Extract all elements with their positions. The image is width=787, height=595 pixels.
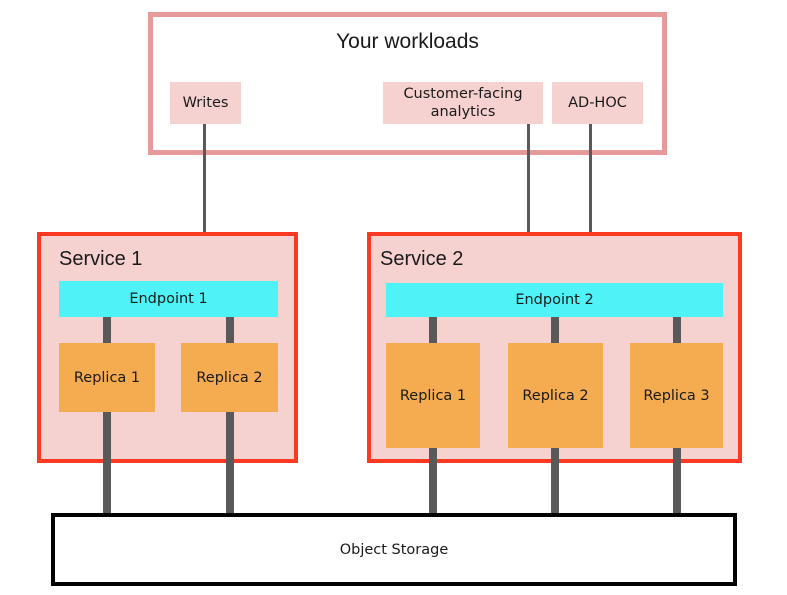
service-1-replica-2-label: Replica 2 [196,369,263,386]
workload-chip-customer-facing-analytics[interactable]: Customer-facing analytics [383,82,543,124]
service-1-endpoint-label: Endpoint 1 [129,291,208,307]
workload-chip-customer-facing-analytics-label: Customer-facing analytics [403,85,523,120]
pipe-s1-replica2-to-storage [226,412,234,515]
pipe-endpoint2-to-s2-replica2 [551,317,559,343]
pipe-endpoint1-to-s1-replica2 [226,317,234,343]
service-2-replica-1[interactable]: Replica 1 [386,343,480,448]
service-1-endpoint[interactable]: Endpoint 1 [59,281,278,317]
service-2-endpoint-label: Endpoint 2 [515,292,594,308]
workload-chip-ad-hoc[interactable]: AD-HOC [552,82,643,124]
object-storage-label: Object Storage [339,541,449,558]
pipe-s1-replica1-to-storage [103,412,111,515]
service-1-replica-1-label: Replica 1 [73,369,141,386]
service-1-replica-1[interactable]: Replica 1 [59,343,155,412]
service-2-label: Service 2 [380,248,464,270]
service-2-replica-1-label: Replica 1 [399,387,467,404]
service-2-replica-3[interactable]: Replica 3 [630,343,723,448]
service-1-label: Service 1 [59,248,143,270]
pipe-s2-replica3-to-storage [673,448,681,515]
arrow-analytics-to-endpoint2-line [527,124,530,256]
service-2-endpoint[interactable]: Endpoint 2 [386,283,723,317]
service-2-replica-3-label: Replica 3 [643,387,710,404]
workload-chip-ad-hoc-label: AD-HOC [568,94,627,111]
workload-chip-writes[interactable]: Writes [170,82,241,124]
pipe-endpoint2-to-s2-replica1 [429,317,437,343]
workload-chip-writes-label: Writes [182,94,229,111]
arrow-writes-to-endpoint1-line [203,124,206,256]
pipe-s2-replica1-to-storage [429,448,437,515]
pipe-s2-replica2-to-storage [551,448,559,515]
arrow-adhoc-to-endpoint2-line [589,124,592,256]
service-2-replica-2[interactable]: Replica 2 [508,343,603,448]
pipe-endpoint1-to-s1-replica1 [103,317,111,343]
service-1-replica-2[interactable]: Replica 2 [181,343,278,412]
pipe-endpoint2-to-s2-replica3 [673,317,681,343]
object-storage-box[interactable]: Object Storage [51,513,737,586]
workloads-title: Your workloads [336,30,479,53]
service-2-replica-2-label: Replica 2 [522,387,589,404]
